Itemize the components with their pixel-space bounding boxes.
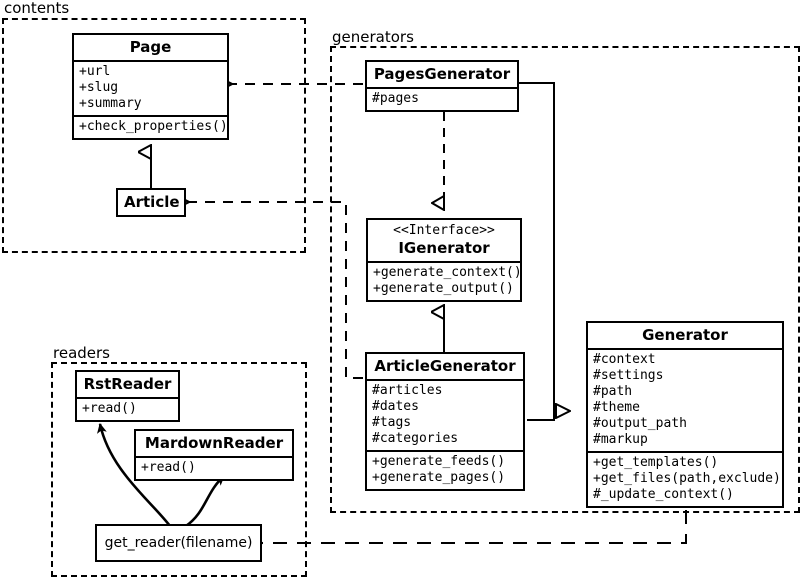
package-frame-readers	[51, 362, 307, 577]
attribute-row: #tags	[372, 415, 412, 430]
class-name-igenerator: <<Interface>> IGenerator	[368, 220, 520, 263]
package-label-readers: readers	[53, 344, 110, 362]
function-box-get-reader[interactable]: get_reader(filename)	[95, 524, 262, 562]
class-box-generator[interactable]: Generator #context #settings #path #them…	[586, 321, 784, 508]
method-row: +get_files(path,exclude)	[593, 471, 781, 486]
class-name-articlegenerator: ArticleGenerator	[367, 354, 523, 381]
attribute-row: #categories	[372, 431, 459, 446]
attribute-row: #dates	[372, 399, 419, 414]
class-name-text-igenerator: IGenerator	[398, 239, 490, 257]
class-methods-rstreader: +read()	[77, 399, 178, 420]
package-frame-contents	[2, 18, 306, 253]
class-box-page[interactable]: Page +url +slug +summary +check_properti…	[72, 33, 229, 140]
method-row: +read()	[82, 401, 137, 416]
attribute-row: #settings	[593, 368, 664, 383]
class-box-igenerator[interactable]: <<Interface>> IGenerator +generate_conte…	[366, 218, 522, 302]
method-row: +read()	[141, 460, 196, 475]
class-box-articlegenerator[interactable]: ArticleGenerator #articles #dates #tags …	[365, 352, 525, 491]
attribute-row: +url	[79, 64, 111, 79]
class-name-rstreader: RstReader	[77, 372, 178, 399]
class-box-pagesgenerator[interactable]: PagesGenerator #pages	[365, 60, 519, 112]
class-attributes-generator: #context #settings #path #theme #output_…	[588, 350, 782, 453]
class-name-generator: Generator	[588, 323, 782, 350]
package-label-generators: generators	[332, 28, 414, 46]
attribute-row: +summary	[79, 96, 142, 111]
class-methods-mardownreader: +read()	[136, 458, 292, 479]
attribute-row: #markup	[593, 432, 648, 447]
method-row: +generate_output()	[373, 281, 514, 296]
class-attributes-page: +url +slug +summary	[74, 62, 227, 117]
class-methods-igenerator: +generate_context() +generate_output()	[368, 263, 522, 300]
class-stereotype-igenerator: <<Interface>>	[393, 223, 495, 238]
class-attributes-pagesgenerator: #pages	[367, 89, 517, 110]
method-row: +generate_pages()	[372, 470, 506, 485]
method-row: +get_templates()	[593, 455, 719, 470]
class-methods-generator: +get_templates() +get_files(path,exclude…	[588, 453, 782, 506]
method-row: +check_properties()	[79, 119, 228, 134]
class-methods-articlegenerator: +generate_feeds() +generate_pages()	[367, 452, 523, 489]
attribute-row: +slug	[79, 80, 119, 95]
method-row: +generate_feeds()	[372, 454, 506, 469]
line-generator-to-getreader-dependency	[262, 510, 687, 543]
class-box-rstreader[interactable]: RstReader +read()	[75, 370, 180, 422]
class-box-article[interactable]: Article	[116, 188, 186, 217]
class-name-pagesgenerator: PagesGenerator	[367, 62, 517, 89]
attribute-row: #output_path	[593, 416, 687, 431]
class-box-mardownreader[interactable]: MardownReader +read()	[134, 429, 294, 481]
attribute-row: #theme	[593, 400, 640, 415]
method-row: #_update_context()	[593, 487, 734, 502]
method-row: +generate_context()	[373, 265, 522, 280]
attribute-row: #context	[593, 352, 656, 367]
class-methods-page: +check_properties()	[74, 117, 228, 138]
class-attributes-articlegenerator: #articles #dates #tags #categories	[367, 381, 523, 452]
attribute-row: #path	[593, 384, 633, 399]
attribute-row: #articles	[372, 383, 443, 398]
attribute-row: #pages	[372, 91, 419, 106]
class-name-article: Article	[124, 193, 180, 211]
class-name-mardownreader: MardownReader	[136, 431, 292, 458]
class-name-page: Page	[74, 35, 227, 62]
package-label-contents: contents	[4, 0, 70, 17]
